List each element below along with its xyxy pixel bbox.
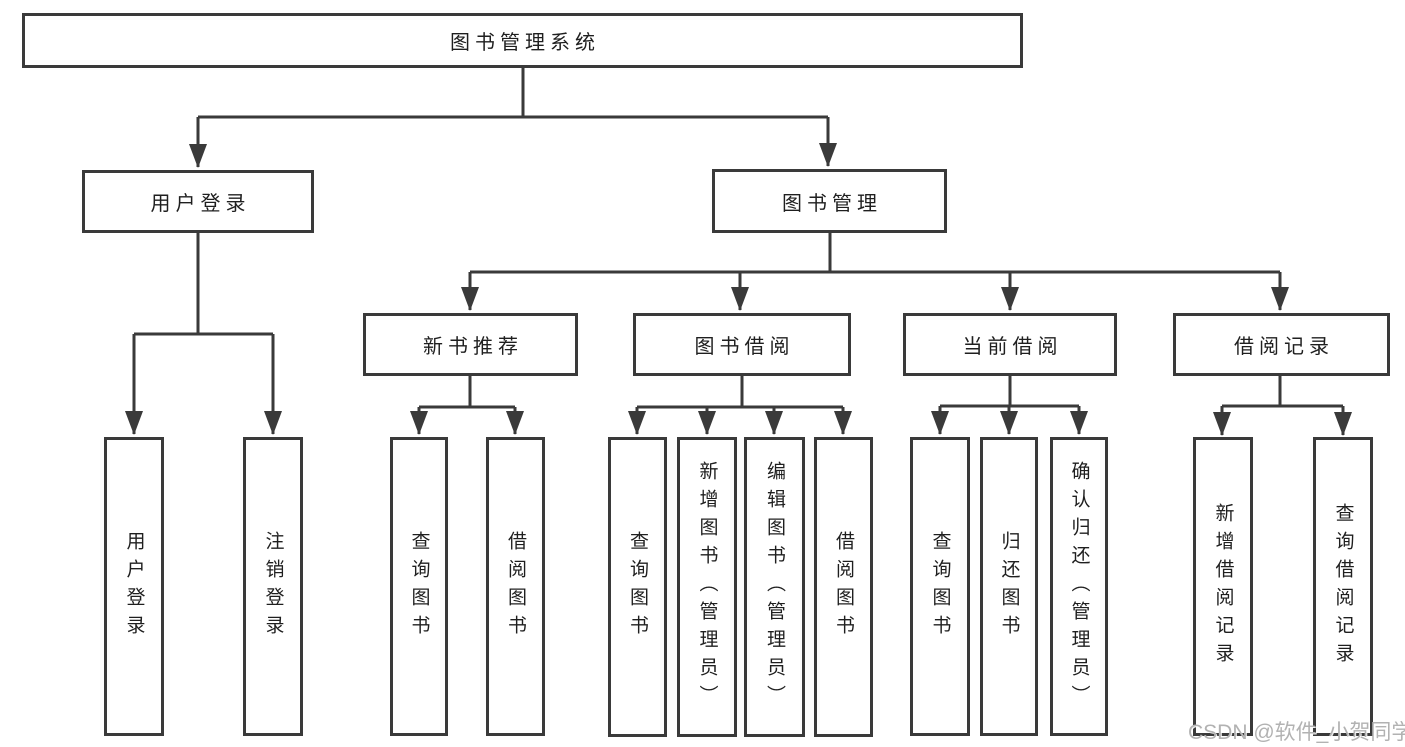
node-root: 图书管理系统 — [22, 13, 1023, 68]
leaf-confirm-return-admin-label: 确认归还（管理员） — [1068, 460, 1090, 713]
leaf-query-borrow-record-label: 查询借阅记录 — [1332, 502, 1354, 671]
leaf-borrow-book-recommend: 借阅图书 — [486, 437, 545, 736]
node-borrowing-records-label: 借阅记录 — [1234, 336, 1334, 358]
leaf-add-borrow-record: 新增借阅记录 — [1193, 437, 1253, 736]
leaf-query-book-borrowing: 查询图书 — [608, 437, 667, 737]
leaf-query-borrow-record: 查询借阅记录 — [1313, 437, 1373, 736]
csdn-watermark: CSDN @软件_小贺同学 — [1188, 721, 1405, 744]
node-book-management: 图书管理 — [712, 169, 947, 233]
leaf-logout: 注销登录 — [243, 437, 303, 736]
node-book-borrowing-label: 图书借阅 — [694, 336, 795, 358]
leaf-add-book-admin-label: 新增图书（管理员） — [696, 461, 718, 713]
node-borrowing-records: 借阅记录 — [1173, 313, 1390, 376]
leaf-add-borrow-record-label: 新增借阅记录 — [1212, 502, 1234, 671]
leaf-return-book-label: 归还图书 — [998, 530, 1020, 643]
leaf-query-book-recommend-label: 查询图书 — [408, 530, 430, 643]
leaf-user-login: 用户登录 — [104, 437, 164, 736]
leaf-query-book-recommend: 查询图书 — [390, 437, 448, 736]
node-user-login: 用户登录 — [82, 170, 314, 233]
node-current-borrowing: 当前借阅 — [903, 313, 1117, 376]
leaf-user-login-label: 用户登录 — [123, 530, 145, 643]
node-current-borrowing-label: 当前借阅 — [962, 336, 1063, 358]
leaf-add-book-admin: 新增图书（管理员） — [677, 437, 737, 737]
leaf-query-book-borrowing-label: 查询图书 — [627, 531, 648, 643]
node-book-borrowing: 图书借阅 — [633, 313, 851, 376]
leaf-borrow-book-borrowing-label: 借阅图书 — [833, 531, 854, 643]
leaf-logout-label: 注销登录 — [262, 530, 284, 643]
leaf-query-book-current-label: 查询图书 — [929, 530, 951, 643]
leaf-confirm-return-admin: 确认归还（管理员） — [1050, 437, 1108, 736]
node-user-login-label: 用户登录 — [150, 193, 251, 215]
leaf-edit-book-admin-label: 编辑图书（管理员） — [764, 461, 785, 713]
leaf-query-book-current: 查询图书 — [910, 437, 970, 736]
node-new-book-recommend: 新书推荐 — [363, 313, 578, 376]
leaf-return-book: 归还图书 — [980, 437, 1038, 736]
node-new-book-recommend-label: 新书推荐 — [423, 336, 523, 358]
leaf-edit-book-admin: 编辑图书（管理员） — [744, 437, 805, 737]
node-book-management-label: 图书管理 — [782, 192, 882, 215]
leaf-borrow-book-recommend-label: 借阅图书 — [505, 530, 526, 643]
leaf-borrow-book-borrowing: 借阅图书 — [814, 437, 873, 737]
node-root-label: 图书管理系统 — [450, 32, 600, 54]
